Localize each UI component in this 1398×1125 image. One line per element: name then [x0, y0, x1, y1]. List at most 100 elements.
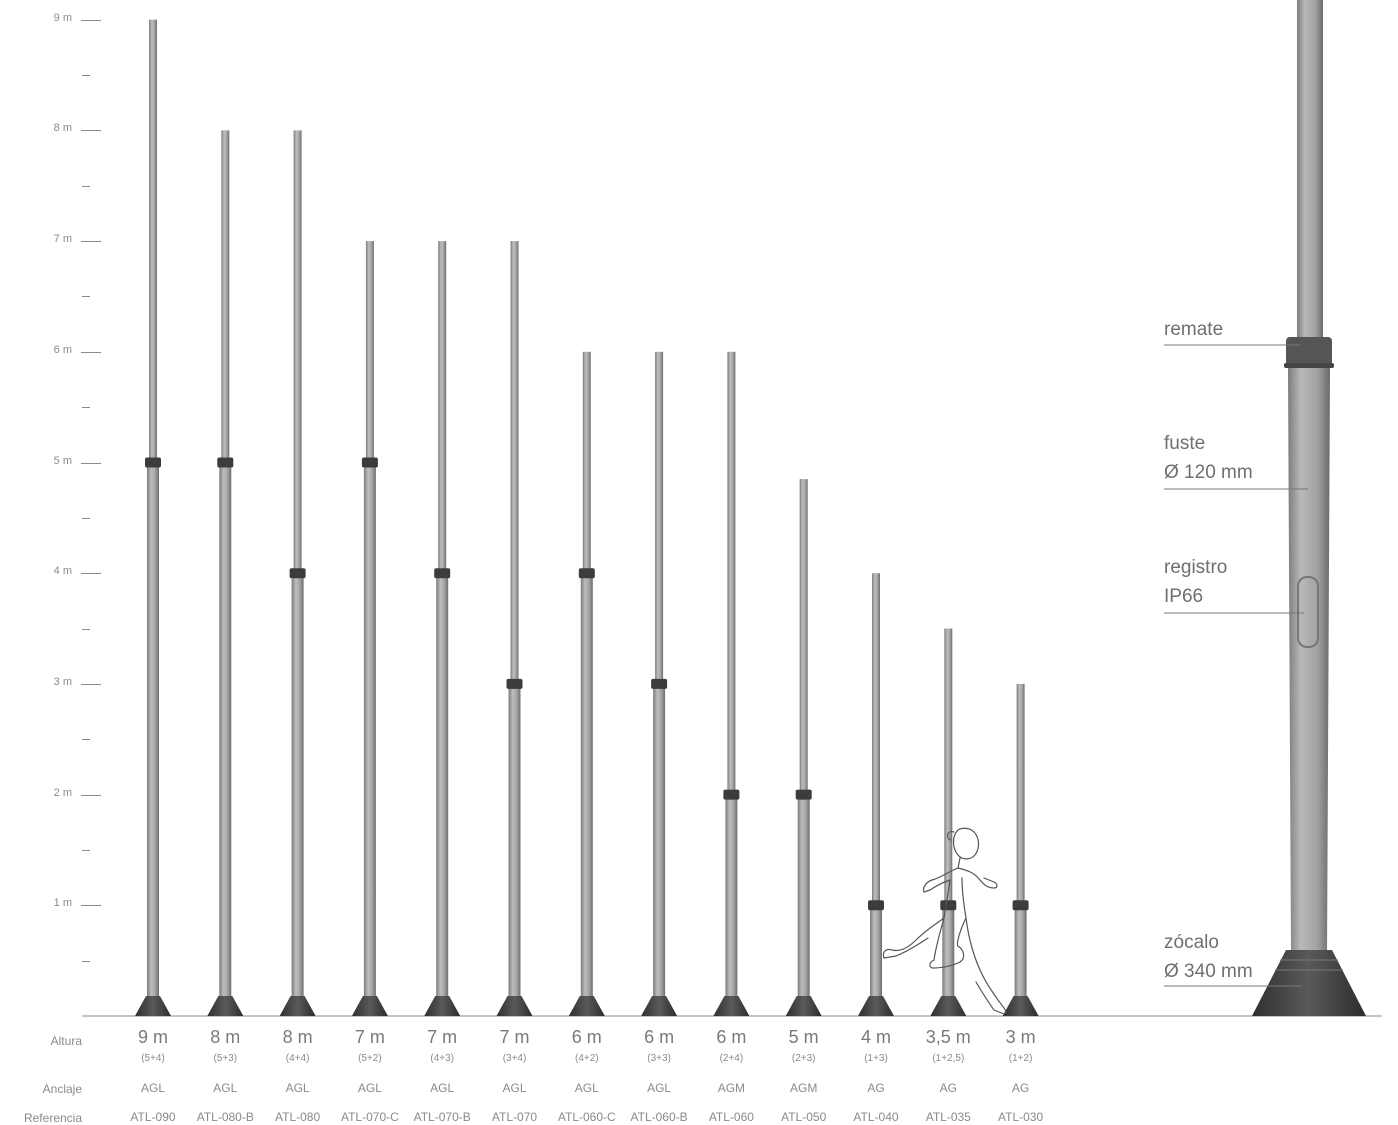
- pole-lower: [291, 573, 304, 998]
- axis-major-tick: [81, 19, 101, 21]
- pole-base: [351, 996, 388, 1016]
- pole-joint: [868, 900, 884, 911]
- pole-joint: [361, 457, 378, 468]
- axis-tick-label: 5 m: [53, 454, 72, 467]
- pole-joint: [217, 457, 234, 468]
- pole: [785, 479, 822, 1016]
- pole: [207, 130, 244, 1016]
- pole-anchor-label: AGL: [140, 1081, 165, 1095]
- axis-minor-tick: [82, 407, 90, 409]
- pole-anchor-label: AGL: [502, 1081, 527, 1095]
- pole-upper: [221, 130, 230, 463]
- pole: [135, 19, 171, 1016]
- axis-major-tick: [81, 573, 101, 575]
- axis-tick-label: 8 m: [53, 122, 72, 135]
- pole-reference-label: ATL-070-C: [340, 1110, 399, 1124]
- pole-joint: [145, 457, 161, 468]
- pole-anchor-label: AG: [867, 1081, 885, 1095]
- axis-minor-tick: [82, 960, 90, 962]
- pole-joint: [651, 678, 668, 689]
- pole-lower: [1014, 905, 1027, 998]
- axis-tick-label: 9 m: [53, 11, 72, 24]
- pole-combo-label: (1+2,5): [932, 1053, 965, 1064]
- pole-lower: [363, 462, 376, 998]
- pole-joint: [940, 900, 957, 911]
- pole-anchor-label: AG: [1011, 1081, 1030, 1095]
- zocalo-diameter: Ø 340 mm: [1164, 961, 1253, 982]
- pole-upper: [293, 130, 302, 574]
- pole: [1002, 683, 1039, 1016]
- pole-joint: [795, 789, 812, 800]
- pole-lower: [797, 794, 810, 998]
- callout-registro: registro IP66: [1164, 553, 1227, 611]
- callout-zocalo: zócalo Ø 340 mm: [1164, 928, 1253, 986]
- pole-height-label: 4 m: [860, 1027, 891, 1047]
- fuste-label: fuste: [1164, 433, 1206, 454]
- pole-combo-label: (5+4): [141, 1053, 165, 1064]
- pole-upper: [365, 241, 374, 463]
- pole: [424, 241, 461, 1016]
- pole-reference-label: ATL-080: [275, 1110, 321, 1124]
- pole-reference-label: ATL-030: [998, 1110, 1044, 1124]
- pole: [351, 241, 388, 1016]
- pole-anchor-label: AGL: [647, 1081, 672, 1095]
- axis-tick-label: 4 m: [53, 565, 72, 578]
- pole-joint: [289, 568, 306, 579]
- pole-upper: [149, 19, 157, 463]
- detail-pole: [1252, 0, 1366, 1016]
- pole-height-label: 9 m: [137, 1027, 168, 1047]
- pole-upper: [944, 628, 953, 906]
- pole-anchor-label: AG: [939, 1081, 957, 1095]
- detail-base: [1252, 950, 1366, 1016]
- pole-combo-label: (4+3): [430, 1053, 454, 1064]
- pole-combo-label: (3+3): [647, 1053, 671, 1064]
- pole-reference-label: ATL-070-B: [413, 1110, 471, 1124]
- pole-lower: [436, 573, 449, 998]
- pole-lower: [653, 683, 666, 998]
- pole-upper: [872, 573, 880, 906]
- pole-combo-label: (2+3): [791, 1053, 816, 1064]
- pole-combo-label: (1+2): [1008, 1053, 1033, 1064]
- pole: [279, 130, 316, 1016]
- axis-minor-tick: [82, 296, 90, 298]
- pole-upper: [727, 351, 736, 795]
- pole-lower: [580, 573, 593, 998]
- pole-reference-label: ATL-090: [130, 1110, 176, 1124]
- pole-anchor-label: AGM: [717, 1081, 746, 1095]
- pole: [641, 351, 678, 1016]
- pole-combo-label: (5+3): [213, 1053, 238, 1064]
- pole-reference-label: ATL-040: [853, 1110, 899, 1124]
- pole-base: [207, 996, 244, 1016]
- pole-anchor-label: AGM: [790, 1081, 818, 1095]
- pole-reference-label: ATL-070: [491, 1110, 538, 1124]
- pole-height-label: 5 m: [788, 1027, 819, 1047]
- pole-combo-label: (2+4): [719, 1053, 744, 1064]
- pole-base: [496, 996, 533, 1016]
- registro-rating: IP66: [1164, 586, 1204, 607]
- pole-reference-label: ATL-060: [708, 1110, 754, 1124]
- pole-base: [1002, 996, 1039, 1016]
- pole-upper: [510, 241, 519, 684]
- running-woman-icon: [882, 827, 1007, 1015]
- fuste-diameter: Ø 120 mm: [1164, 462, 1253, 483]
- axis-major-tick: [81, 683, 101, 685]
- pole-combo-label: (1+3): [864, 1053, 888, 1064]
- axis-major-tick: [81, 351, 101, 353]
- pole-height-label: 6 m: [571, 1027, 602, 1047]
- axis-major-tick: [81, 241, 101, 243]
- pole-base: [713, 996, 750, 1016]
- axis-major-tick: [81, 794, 101, 796]
- pole-upper: [799, 479, 808, 795]
- pole-upper: [1016, 683, 1025, 906]
- axis-minor-tick: [82, 185, 90, 187]
- pole-combo-label: (4+2): [574, 1053, 599, 1064]
- pole-lower: [219, 462, 232, 998]
- row-label-height: Altura: [50, 1034, 82, 1048]
- pole: [713, 351, 750, 1016]
- pole-height-label: 3 m: [1005, 1027, 1036, 1047]
- axis-minor-tick: [82, 849, 90, 851]
- axis-minor-tick: [82, 517, 90, 519]
- pole-combo-label: (3+4): [502, 1053, 527, 1064]
